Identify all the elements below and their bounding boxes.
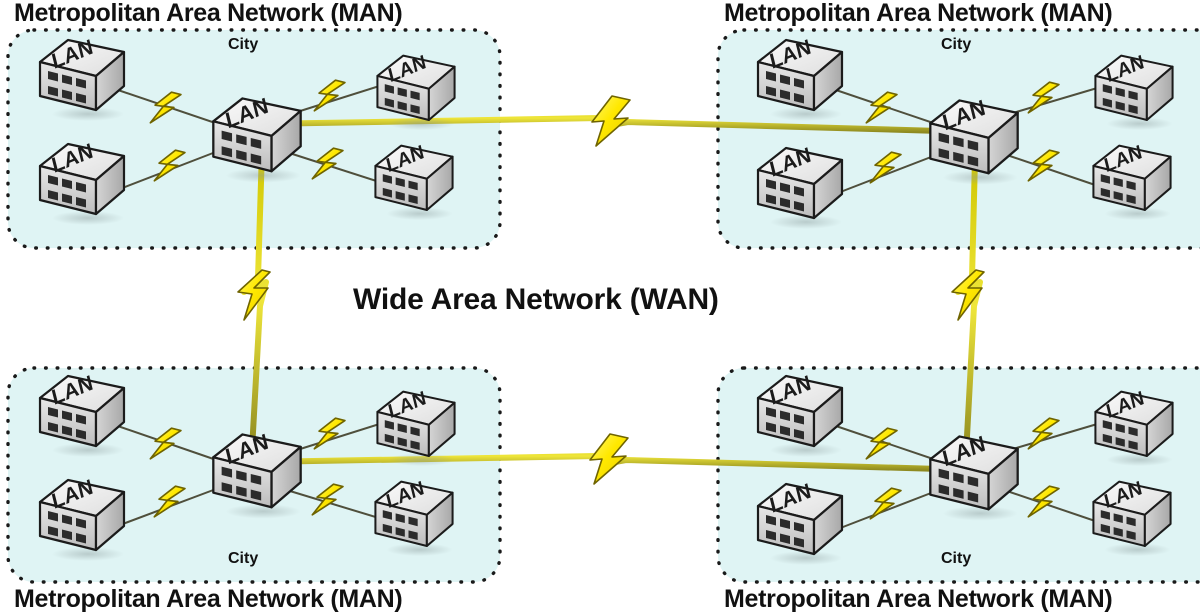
man-title-top-left: Metropolitan Area Network (MAN) bbox=[14, 0, 403, 27]
wan-link-left-vertical bbox=[237, 149, 271, 451]
man-title-bottom-left: Metropolitan Area Network (MAN) bbox=[14, 585, 403, 613]
wan-link-right-vertical bbox=[951, 157, 985, 456]
man-title-bottom-right: Metropolitan Area Network (MAN) bbox=[724, 585, 1113, 613]
man-bottom-left-links bbox=[111, 417, 393, 529]
city-label-bottom-right: City bbox=[941, 550, 972, 567]
city-label-bottom-left: City bbox=[228, 550, 259, 567]
city-label-top-left: City bbox=[228, 36, 259, 53]
city-label-top-right: City bbox=[941, 36, 972, 53]
man-top-right-links bbox=[829, 81, 1105, 197]
wan-link-bottom-horizontal bbox=[257, 433, 976, 485]
wan-link-top-horizontal bbox=[257, 95, 976, 147]
wan-title: Wide Area Network (WAN) bbox=[353, 283, 719, 316]
man-title-top-right: Metropolitan Area Network (MAN) bbox=[724, 0, 1113, 27]
